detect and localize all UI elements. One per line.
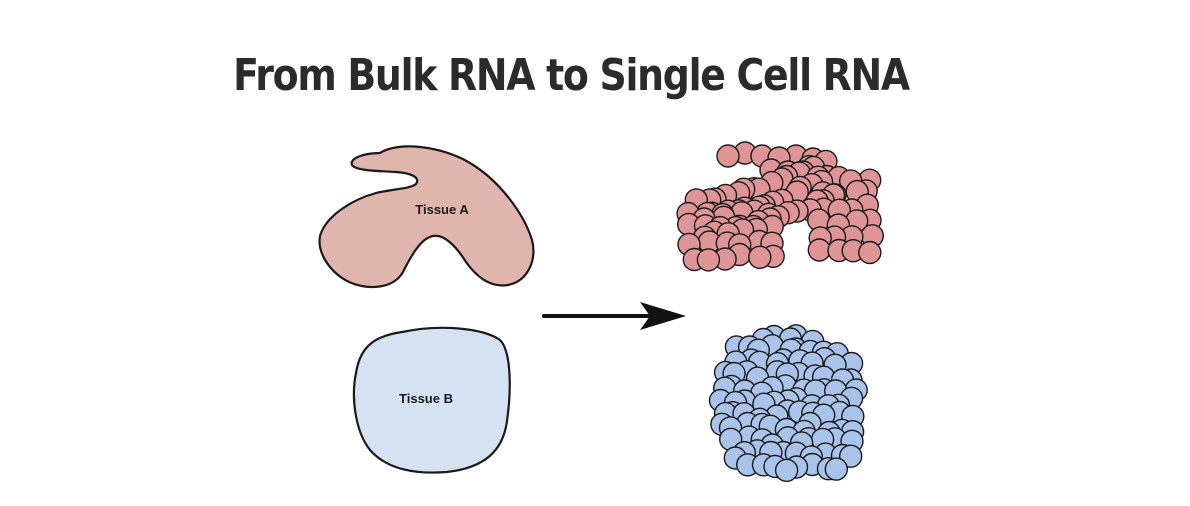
- slide-title: From Bulk RNA to Single Cell RNA: [233, 50, 910, 101]
- cell-a: [807, 238, 831, 262]
- tissue-a-label: Tissue A: [415, 202, 469, 217]
- cell-a: [748, 245, 772, 269]
- cell-a: [716, 144, 740, 168]
- single-cell-cluster-b: [708, 324, 868, 482]
- cell-b: [824, 457, 848, 481]
- cell-a: [858, 240, 882, 265]
- cell-b: [774, 458, 799, 482]
- tissue-a-shape: [318, 145, 535, 289]
- tissue-b-label: Tissue B: [399, 391, 453, 406]
- arrow-right-icon: [542, 302, 686, 330]
- tissue-b-shape: [352, 326, 511, 474]
- cell-a: [696, 248, 721, 272]
- single-cell-cluster-a: [676, 141, 884, 272]
